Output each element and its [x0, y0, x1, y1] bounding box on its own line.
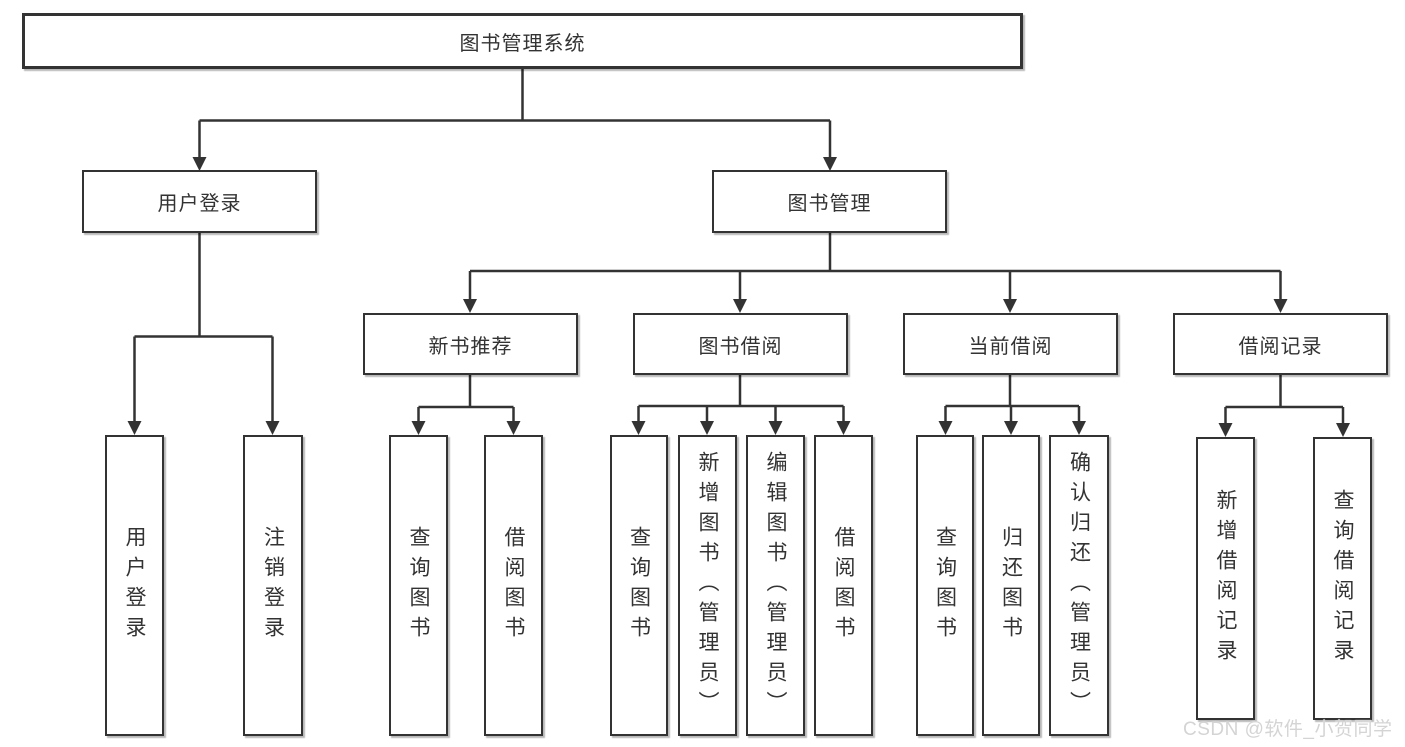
leaf-edit-book-admin: 编辑图书（管理员） — [746, 435, 805, 736]
edge-new-book-subtree — [411, 375, 521, 435]
edge-book-borrow-subtree — [631, 375, 851, 435]
edge-current-borrow-subtree — [938, 375, 1086, 435]
leaf-add-borrow-record: 新增借阅记录 — [1196, 437, 1255, 720]
leaf-add-book-admin: 新增图书（管理员） — [678, 435, 737, 736]
node-book-borrow: 图书借阅 — [633, 313, 848, 375]
node-borrow-record: 借阅记录 — [1173, 313, 1388, 375]
leaf-borrow-query-book: 查询图书 — [610, 435, 668, 736]
node-root: 图书管理系统 — [22, 13, 1023, 69]
leaf-user-login: 用户登录 — [105, 435, 164, 736]
leaf-query-borrow-record: 查询借阅记录 — [1313, 437, 1372, 720]
leaf-return-book: 归还图书 — [982, 435, 1040, 736]
edge-user-login-subtree — [127, 233, 280, 435]
leaf-newbook-borrow-book: 借阅图书 — [484, 435, 543, 736]
node-book-management: 图书管理 — [712, 170, 947, 233]
node-user-login: 用户登录 — [82, 170, 317, 233]
edge-root-to-level2 — [192, 69, 837, 171]
edge-borrow-record-subtree — [1218, 375, 1350, 437]
leaf-newbook-query-book: 查询图书 — [389, 435, 448, 736]
node-new-book-recommend: 新书推荐 — [363, 313, 578, 375]
leaf-confirm-return-admin: 确认归还（管理员） — [1049, 435, 1109, 736]
leaf-current-query-book: 查询图书 — [916, 435, 974, 736]
node-current-borrow: 当前借阅 — [903, 313, 1118, 375]
edge-book-management-to-level3 — [463, 233, 1288, 313]
leaf-logout: 注销登录 — [243, 435, 303, 736]
leaf-borrow-book: 借阅图书 — [814, 435, 873, 736]
csdn-watermark: CSDN @软件_小贺同学 — [1183, 719, 1393, 740]
